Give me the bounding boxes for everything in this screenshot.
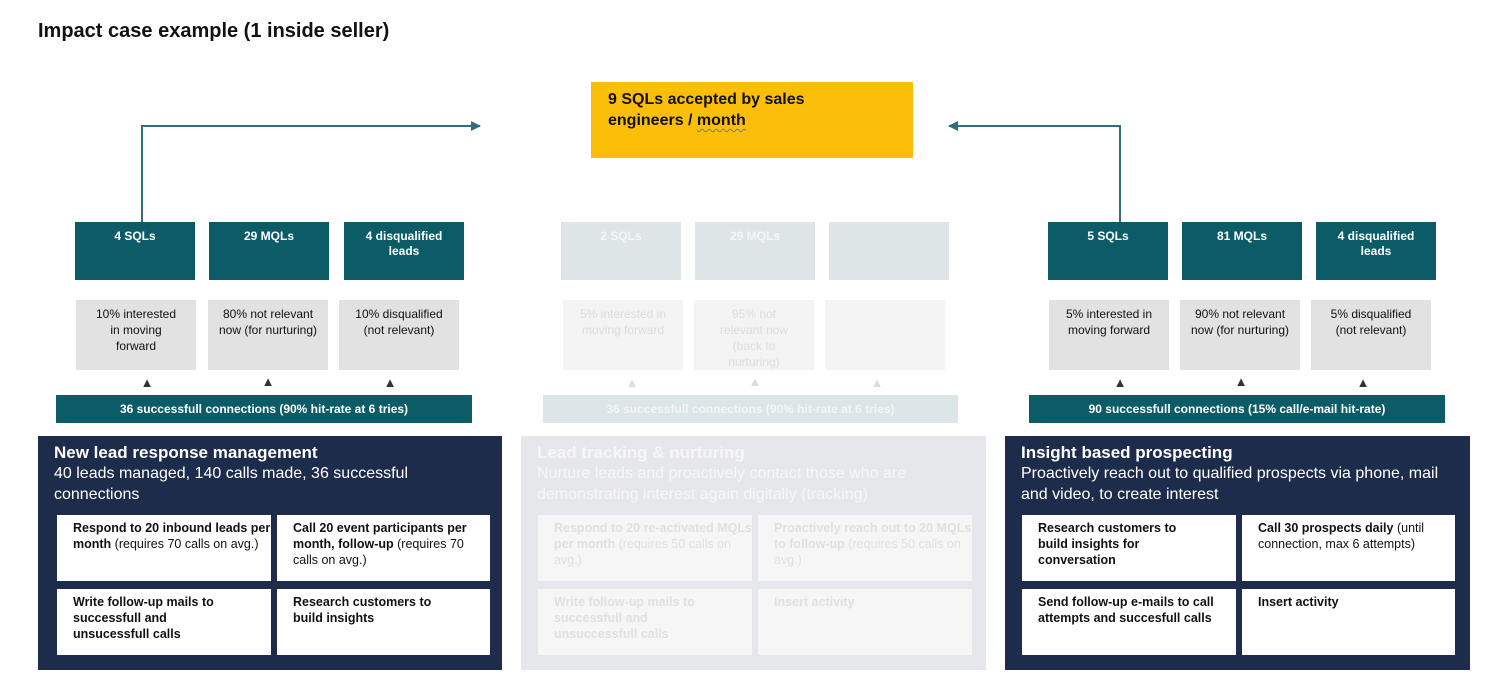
activity-card: Respond to 20 inbound leads per month (r…	[57, 515, 271, 581]
up-triangle-icon: ▲	[748, 374, 762, 389]
empty-rate	[825, 300, 945, 370]
activity-card: Call 30 prospects daily (until connectio…	[1242, 515, 1455, 581]
activity-card: Write follow-up mails to successfull and…	[57, 589, 271, 655]
activity-card: Write follow-up mails to successfull and…	[538, 589, 752, 655]
panel-heading: Lead tracking & nurturing	[537, 443, 745, 462]
activity-card: Research customers to build insights for…	[1022, 515, 1236, 581]
up-triangle-icon: ▲	[870, 375, 884, 390]
activity-card: Research customers to build insights	[277, 589, 490, 655]
mql-box: 29 MQLs	[209, 222, 329, 280]
activity-card: Insert activity	[1242, 589, 1455, 655]
connections-bar: 36 successfull connections (90% hit-rate…	[543, 395, 958, 423]
panel-heading: New lead response management	[54, 443, 318, 462]
rate-nurturing: 95% not relevant now (back to nurturing)	[694, 300, 814, 370]
rate-nurturing: 90% not relevant now (for nurturing)	[1180, 300, 1300, 370]
activity-card: Send follow-up e-mails to call attempts …	[1022, 589, 1236, 655]
left-arrow	[141, 121, 481, 222]
up-triangle-icon: ▲	[383, 375, 397, 390]
up-triangle-icon: ▲	[1356, 375, 1370, 390]
rate-interested: 10% interested in moving forward	[76, 300, 196, 370]
empty-box	[829, 222, 949, 280]
sql-box: 4 SQLs	[75, 222, 195, 280]
mql-box: 29 MQLs	[695, 222, 815, 280]
rate-interested: 5% interested in moving forward	[563, 300, 683, 370]
up-triangle-icon: ▲	[140, 375, 154, 390]
up-triangle-icon: ▲	[261, 374, 275, 389]
up-triangle-icon: ▲	[1113, 375, 1127, 390]
rate-interested: 5% interested in moving forward	[1049, 300, 1169, 370]
panel-subheading: Proactively reach out to qualified prosp…	[1021, 465, 1439, 503]
activity-card: Proactively reach out to 20 MQLs to foll…	[758, 515, 972, 581]
disqualified-box: 4 disqualified leads	[344, 222, 464, 280]
rate-disqualified: 5% disqualified (not relevant)	[1311, 300, 1431, 370]
target-line-2b: month	[696, 112, 746, 129]
up-triangle-icon: ▲	[625, 375, 639, 390]
activity-card: Respond to 20 re-activated MQLs per mont…	[538, 515, 752, 581]
panel-heading: Insight based prospecting	[1021, 443, 1233, 462]
panel-subheading: 40 leads managed, 140 calls made, 36 suc…	[54, 465, 408, 503]
rate-disqualified: 10% disqualified (not relevant)	[339, 300, 459, 370]
activity-card: Insert activity	[758, 589, 972, 655]
target-line-1: 9 SQLs accepted by sales	[608, 91, 805, 108]
rate-nurturing: 80% not relevant now (for nurturing)	[208, 300, 328, 370]
activity-card: Call 20 event participants per month, fo…	[277, 515, 490, 581]
panel-subheading: Nurture leads and proactively contact th…	[537, 465, 907, 503]
target-line-2a: engineers /	[608, 112, 697, 129]
connections-bar: 90 successfull connections (15% call/e-m…	[1029, 395, 1445, 423]
up-triangle-icon: ▲	[1234, 374, 1248, 389]
page-title: Impact case example (1 inside seller)	[38, 20, 390, 42]
sql-box: 5 SQLs	[1048, 222, 1168, 280]
disqualified-box: 4 disqualified leads	[1316, 222, 1436, 280]
target-line-2: engineers / month	[608, 110, 913, 131]
target-box: 9 SQLs accepted by sales engineers / mon…	[591, 82, 913, 158]
sql-box: 2 SQLs	[561, 222, 681, 280]
right-arrow	[948, 121, 1121, 222]
mql-box: 81 MQLs	[1182, 222, 1302, 280]
connections-bar: 36 successfull connections (90% hit-rate…	[56, 395, 472, 423]
